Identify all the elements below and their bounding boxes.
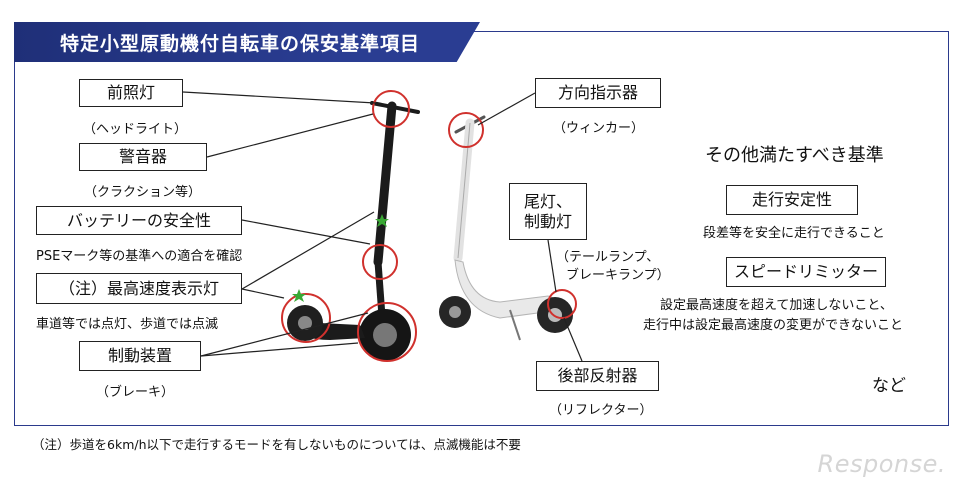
- speed-limiter-sub-2: 走行中は設定最高速度の変更ができないこと: [643, 318, 904, 333]
- headlight-label: 前照灯: [79, 79, 183, 107]
- reflector-sub: （リフレクター）: [549, 403, 653, 418]
- reflector-label: 後部反射器: [536, 361, 659, 391]
- diagram-frame: [14, 31, 949, 426]
- stability-label: 走行安定性: [726, 185, 858, 215]
- headlight-marker-circle: [372, 90, 410, 128]
- speed-lamp-star-icon: [292, 289, 306, 302]
- other-standards-heading: その他満たすべき基準: [705, 145, 884, 166]
- speed-limiter-sub-1: 設定最高速度を超えて加速しないこと、: [660, 298, 893, 313]
- turn-signal-marker-circle: [448, 112, 484, 148]
- title-banner: 特定小型原動機付自転車の保安基準項目: [14, 22, 480, 62]
- speed-limiter-label: スピードリミッター: [726, 257, 886, 287]
- speed-lamp-sub: 車道等では点灯、歩道では点滅: [36, 317, 219, 332]
- stability-sub: 段差等を安全に走行できること: [703, 226, 885, 241]
- battery-sub: PSEマーク等の基準への適合を確認: [36, 249, 243, 264]
- tail-brake-sub-2: ブレーキランプ）: [566, 268, 670, 283]
- brake-label: 制動装置: [79, 341, 201, 371]
- turn-signal-sub: （ウィンカー）: [553, 121, 645, 136]
- headlight-sub: （ヘッドライト）: [83, 122, 188, 137]
- speed-lamp-label: （注）最高速度表示灯: [36, 273, 242, 304]
- front-scooter-icon: [287, 101, 420, 361]
- tail-brake-sub-1: （テールランプ、: [556, 250, 660, 265]
- turn-signal-label: 方向指示器: [535, 78, 661, 108]
- tail-brake-lamp-label: 尾灯、 制動灯: [509, 183, 587, 240]
- horn-sub: （クラクション等）: [84, 185, 202, 200]
- horn-label: 警音器: [79, 143, 207, 171]
- tail-lamp-marker-circle: [547, 289, 577, 319]
- footnote: （注）歩道を6km/h以下で走行するモードを有しないものについては、点滅機能は不…: [32, 437, 521, 452]
- response-logo: Response.: [817, 450, 946, 478]
- page-title: 特定小型原動機付自転車の保安基準項目: [60, 32, 421, 55]
- brake-sub: （ブレーキ）: [96, 385, 175, 400]
- brake-marker-circle: [357, 302, 417, 362]
- battery-star-icon: [375, 214, 389, 227]
- battery-marker-circle: [362, 244, 398, 280]
- battery-label: バッテリーの安全性: [36, 206, 242, 235]
- rear-scooter-icon: [439, 115, 573, 341]
- etc-label: など: [872, 376, 906, 396]
